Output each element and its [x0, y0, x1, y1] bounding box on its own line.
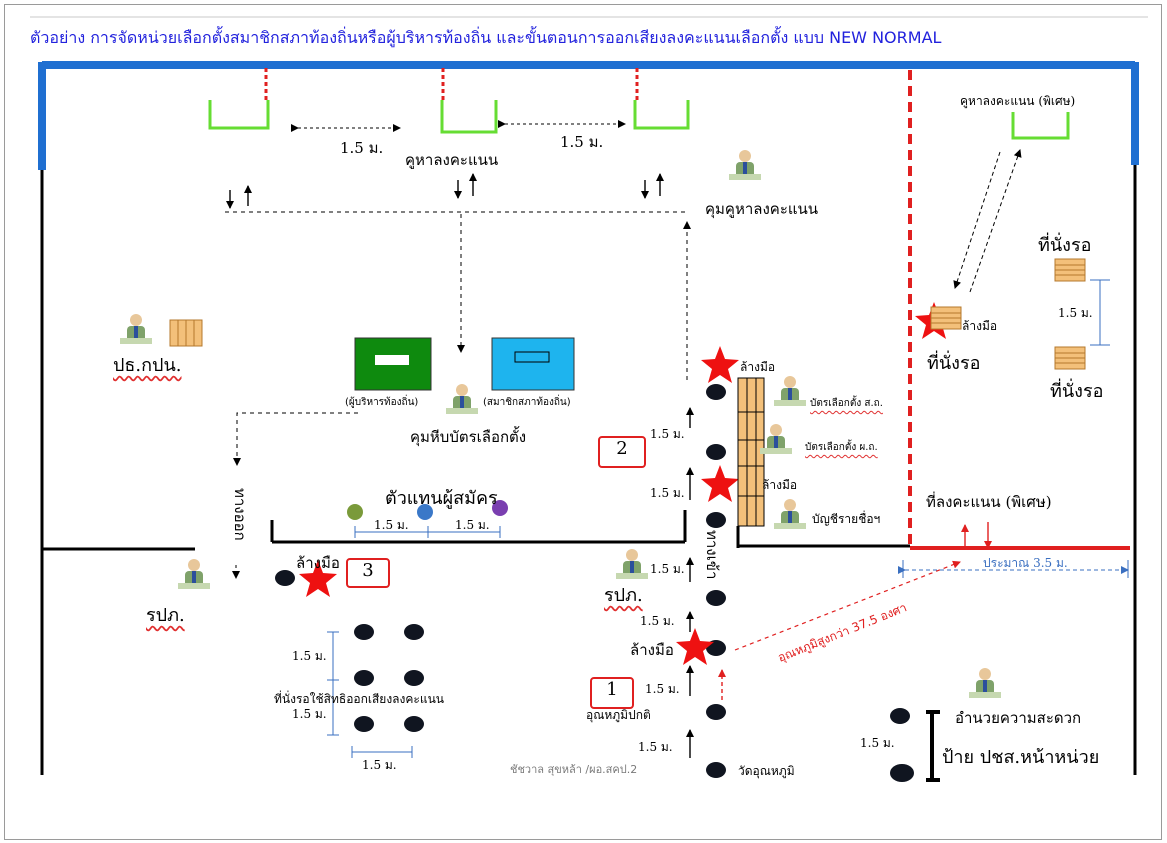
security-left-label: รปภ.: [146, 605, 185, 626]
dist-queue-3: 1.5 ม.: [650, 562, 685, 576]
dist-seats: 1.5 ม.: [1058, 306, 1093, 320]
box-council-caption: (สมาชิกสภาท้องถิ่น): [483, 397, 571, 408]
security-center-label: รปภ.: [604, 585, 643, 606]
dist-queue-2: 1.5 ม.: [650, 486, 685, 500]
box-supervisor-label: คุมหีบบัตรเลือกตั้ง: [410, 428, 527, 446]
waiting-voters-label: ที่นั่งรอใช้สิทธิออกเสียงลงคะแนน: [274, 692, 445, 706]
exit-label: ทางออก: [231, 488, 249, 541]
handwash-label-3: ล้างมือ: [296, 554, 340, 572]
approx-width-label: ประมาณ 3.5 ม.: [983, 556, 1068, 570]
dist-wait-2: 1.5 ม.: [292, 707, 327, 721]
facilitator-label: อำนวยความสะดวก: [955, 709, 1082, 727]
dist-queue-6: 1.5 ม.: [638, 740, 673, 754]
temp-check-label: วัดอุณหภูมิ: [738, 764, 795, 778]
chair-label: ปธ.กปน.: [113, 355, 182, 376]
dist-queue-4: 1.5 ม.: [640, 614, 675, 628]
booth-label: คูหาลงคะแนน: [405, 151, 499, 169]
diagram-frame: [4, 4, 1162, 840]
handwash-label-2: ล้างมือ: [740, 360, 776, 374]
waiting-seats-bottom-label: ที่นั่งรอ: [1050, 381, 1104, 402]
box-exec-caption: (ผู้บริหารท้องถิ่น): [345, 397, 419, 408]
dist-queue-5: 1.5 ม.: [645, 682, 680, 696]
handwash-label-1: ล้างมือ: [630, 641, 674, 659]
candidates-rep-label: ตัวแทนผู้สมัคร: [385, 488, 498, 509]
sign-label: ป้าย ปชส.หน้าหน่วย: [942, 747, 1100, 768]
dist-booth-1: 1.5 ม.: [340, 139, 384, 157]
temp-normal-label: อุณหภูมิปกติ: [586, 708, 651, 722]
credit: ชัชวาล สุขหล้า /ผอ.สคป.2: [510, 763, 638, 776]
step-1-badge: 1: [590, 677, 634, 709]
handwash-label-4: ล้างมือ: [762, 478, 798, 492]
ballot-exec-label: บัตรเลือกตั้ง ผ.ถ.: [805, 442, 878, 453]
dist-wait-3: 1.5 ม.: [362, 758, 397, 772]
handwash-label-5: ล้างมือ: [962, 319, 998, 333]
step-3-badge: 3: [346, 558, 390, 588]
step-2-badge: 2: [598, 436, 646, 468]
ballot-council-label: บัตรเลือกตั้ง ส.ถ.: [810, 398, 883, 409]
special-booth-label: คูหาลงคะแนน (พิเศษ): [960, 94, 1076, 108]
dist-facilitator: 1.5 ม.: [860, 736, 895, 750]
booth-supervisor-label: คุมคูหาลงคะแนน: [705, 200, 819, 218]
diagram-title: ตัวอย่าง การจัดหน่วยเลือกตั้งสมาชิกสภาท้…: [30, 28, 942, 47]
dist-rep-1: 1.5 ม.: [374, 518, 409, 532]
dist-booth-2: 1.5 ม.: [560, 133, 604, 151]
voter-list-label: บัญชีรายชื่อฯ: [812, 512, 881, 526]
entrance-label: ทางเข้า: [703, 530, 721, 580]
dist-rep-2: 1.5 ม.: [455, 518, 490, 532]
dist-wait-1: 1.5 ม.: [292, 649, 327, 663]
dist-queue-1: 1.5 ม.: [650, 427, 685, 441]
ballot-box-council: [491, 337, 575, 391]
waiting-seats-top-label: ที่นั่งรอ: [1038, 235, 1092, 256]
special-area-label: ที่ลงคะแนน (พิเศษ): [926, 493, 1052, 511]
waiting-seats-special-label: ที่นั่งรอ: [927, 353, 981, 374]
